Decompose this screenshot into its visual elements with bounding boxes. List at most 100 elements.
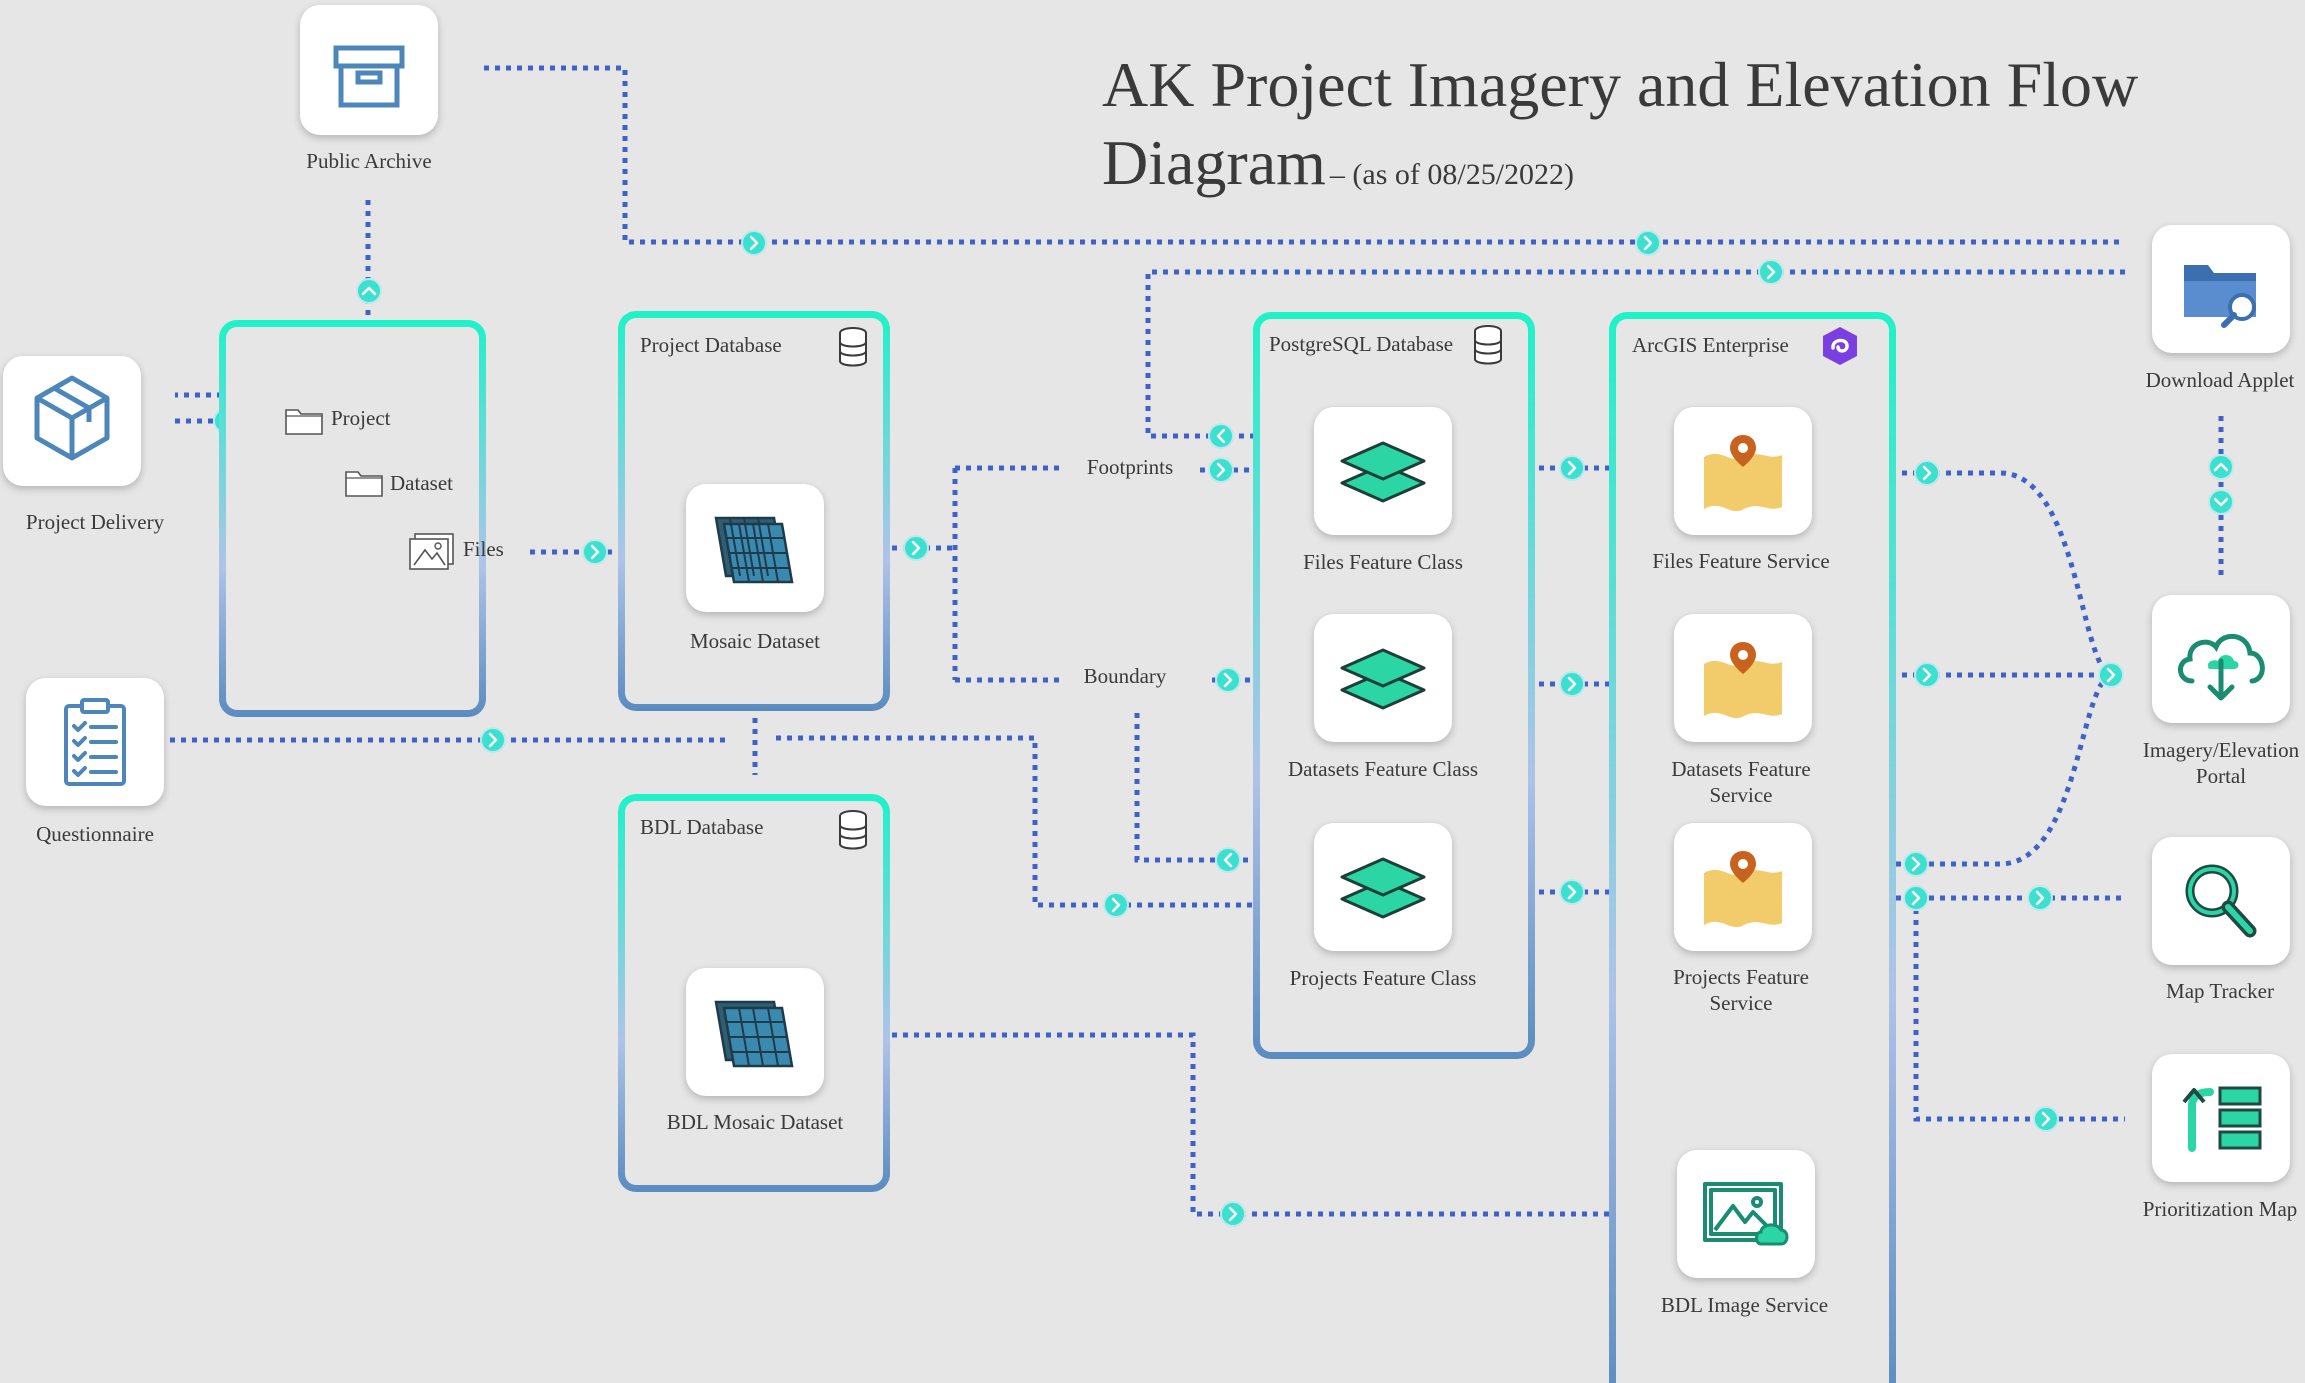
questionnaire-tile[interactable] (26, 678, 164, 806)
magnifier-icon (2185, 864, 2257, 938)
download-applet-label: Download Applet (2145, 368, 2295, 392)
public-archive-tile[interactable] (300, 5, 438, 135)
flow-arrow-marker (1220, 1201, 1246, 1227)
flow-arrow-marker (480, 727, 506, 753)
postgresql-database-title: PostgreSQL Database (1269, 332, 1454, 356)
datasets-feature-service-tile[interactable] (1674, 614, 1812, 742)
diagram-title-word: Diagram (1102, 127, 1326, 198)
projects-feature-service-tile[interactable] (1674, 823, 1812, 951)
map-tracker-label: Map Tracker (2166, 979, 2274, 1003)
map-pin-icon (1704, 642, 1782, 719)
bdl-image-service-label: BDL Image Service (1660, 1293, 1829, 1317)
arrow-markers (213, 230, 2234, 1227)
bdl-mosaic-dataset-tile[interactable] (686, 968, 824, 1096)
diagram-title-line2: Diagram – (as of 08/25/2022) (1102, 126, 1574, 200)
archive-box-icon (333, 45, 405, 108)
flow-arrow-marker (903, 535, 929, 561)
map-pin-icon (1704, 851, 1782, 928)
diagram-title-line1: AK Project Imagery and Elevation Flow (1102, 49, 2139, 120)
layers-icon (1340, 441, 1426, 503)
arcgis-logo-icon (1823, 327, 1857, 365)
connector-archive-top (484, 65, 2125, 245)
download-applet-tile[interactable] (2152, 225, 2290, 353)
connector-files-fs-portal (1836, 470, 2114, 678)
projects-feature-class-tile[interactable] (1314, 823, 1452, 951)
bdl-database-title: BDL Database (640, 815, 764, 839)
flow-arrow-marker (582, 539, 608, 565)
project-delivery-label: Project Delivery (25, 510, 165, 534)
raster-grid-icon (714, 1000, 794, 1068)
boundary-label: Boundary (1083, 664, 1167, 688)
cloud-download-icon (2178, 634, 2265, 701)
flow-arrow-marker (1559, 879, 1585, 905)
files-feature-class-label: Files Feature Class (1303, 550, 1463, 574)
connector-boundary-down (1134, 713, 1292, 863)
footprints-label: Footprints (1086, 455, 1174, 479)
connector-prioritization (1913, 898, 2125, 1122)
imagery-elevation-portal-tile[interactable] (2152, 595, 2290, 723)
files-feature-service-label: Files Feature Service (1652, 549, 1830, 573)
connector-bdl-mosaic-image (848, 1032, 1645, 1217)
folder-search-icon (2184, 265, 2256, 328)
flow-arrow-marker (1559, 455, 1585, 481)
clipboard-checklist-icon (64, 698, 126, 786)
connector-projects-fs-portal (1830, 672, 2114, 867)
package-cube-icon (34, 375, 110, 461)
flow-arrow-marker (1215, 667, 1241, 693)
flow-arrow-marker (1914, 662, 1940, 688)
folder-icon (285, 409, 323, 435)
prioritization-icon (2182, 1086, 2262, 1152)
flow-arrow-marker (1215, 847, 1241, 873)
project-delivery-tile[interactable] (3, 356, 141, 486)
flow-arrow-marker (1103, 892, 1129, 918)
image-service-icon (1703, 1182, 1789, 1246)
tree-item-project[interactable]: Project (331, 406, 391, 430)
raster-grid-icon (714, 516, 794, 584)
flow-arrow-marker (1903, 885, 1929, 911)
flow-arrow-marker (2208, 454, 2234, 480)
database-icon (1474, 325, 1502, 365)
flow-arrow-marker (1914, 460, 1940, 486)
connector-questionnaire-projects-fc (776, 735, 1292, 908)
layers-icon (1340, 648, 1426, 710)
layers-icon (1340, 857, 1426, 919)
files-feature-class-tile[interactable] (1314, 407, 1452, 535)
flow-arrow-marker (356, 278, 382, 304)
project-database-title: Project Database (640, 333, 782, 357)
imagery-elevation-portal-label: Imagery/Elevation Portal (2142, 738, 2300, 788)
flow-arrow-marker (2208, 489, 2234, 515)
datasets-feature-class-tile[interactable] (1314, 614, 1452, 742)
flow-arrow-marker (2033, 1106, 2059, 1132)
public-archive-label: Public Archive (306, 149, 432, 173)
folder-icon (345, 471, 383, 497)
prioritization-map-tile[interactable] (2152, 1054, 2290, 1182)
flow-arrow-marker (1559, 671, 1585, 697)
prioritization-map-label: Prioritization Map (2142, 1197, 2298, 1221)
flow-arrow-marker (741, 230, 767, 256)
flow-arrow-marker (1208, 457, 1234, 483)
bdl-mosaic-dataset-label: BDL Mosaic Dataset (666, 1110, 844, 1134)
arcgis-enterprise-title: ArcGIS Enterprise (1632, 333, 1789, 357)
flow-arrow-marker (1635, 230, 1661, 256)
mosaic-dataset-tile[interactable] (686, 484, 824, 612)
flow-arrow-marker (1758, 259, 1784, 285)
map-tracker-tile[interactable] (2152, 837, 2290, 965)
database-icon (839, 327, 867, 367)
questionnaire-label: Questionnaire (36, 822, 154, 846)
datasets-feature-class-label: Datasets Feature Class (1287, 757, 1479, 781)
flow-arrow-marker (1903, 851, 1929, 877)
tree-container (219, 320, 486, 717)
flow-arrow-marker (1208, 423, 1234, 449)
database-icon (839, 810, 867, 850)
tree-item-files[interactable]: Files (463, 537, 504, 561)
projects-feature-service-label: Projects Feature Service (1673, 965, 1809, 1015)
projects-feature-class-label: Projects Feature Class (1289, 966, 1477, 990)
map-pin-icon (1704, 435, 1782, 512)
diagram-date-note: – (as of 08/25/2022) (1329, 158, 1575, 191)
tree-item-dataset[interactable]: Dataset (390, 471, 453, 495)
datasets-feature-service-label: Datasets Feature Service (1671, 757, 1811, 807)
files-feature-service-tile[interactable] (1674, 407, 1812, 535)
flow-arrow-marker (2098, 662, 2124, 688)
bdl-image-service-tile[interactable] (1677, 1150, 1815, 1278)
